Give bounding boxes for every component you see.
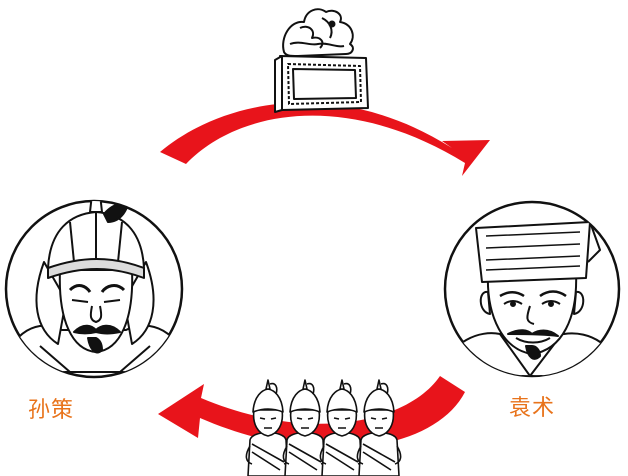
top-arrow-shape [160, 102, 490, 176]
official-scholar-portrait-icon [443, 200, 621, 378]
top-arrow [160, 102, 490, 176]
armored-general-portrait-icon [4, 199, 184, 379]
soldier-figure [319, 379, 365, 476]
soldier-squad-icon [245, 379, 402, 476]
soldier-figure [282, 379, 328, 476]
soldier-figure [356, 379, 402, 476]
label-sun-ce: 孙策 [28, 398, 75, 423]
imperial-seal-icon [274, 8, 369, 113]
label-yuan-shu: 袁术 [509, 396, 556, 421]
